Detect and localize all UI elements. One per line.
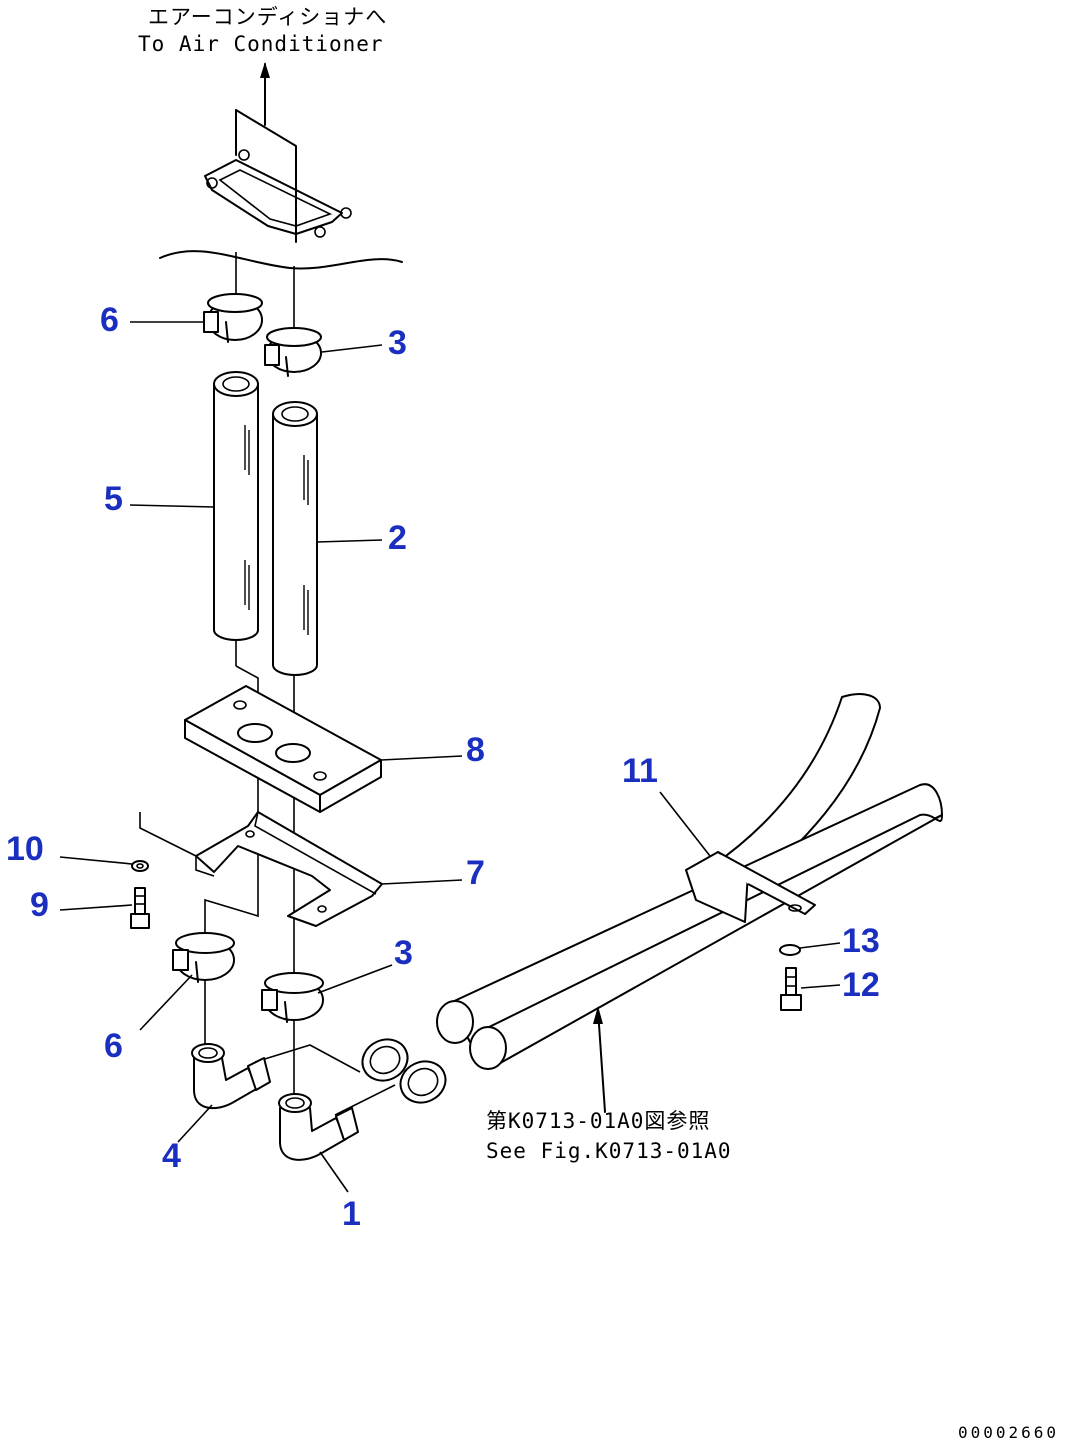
callout-9: 9 xyxy=(30,886,49,924)
callout-3-upper: 3 xyxy=(388,324,407,362)
callout-12: 12 xyxy=(842,966,880,1004)
elbow-1 xyxy=(278,1093,359,1161)
note-to-air-conditioner-en: To Air Conditioner xyxy=(138,32,384,56)
hose-2 xyxy=(272,401,318,676)
callout-13: 13 xyxy=(842,922,880,960)
clamp-3-lower xyxy=(261,972,324,1023)
clamp-3-upper xyxy=(264,327,322,377)
bolt-12 xyxy=(780,967,802,1011)
callout-5: 5 xyxy=(104,480,123,518)
bolt-9 xyxy=(130,887,150,929)
callout-7: 7 xyxy=(466,854,485,892)
note-to-air-conditioner-jp: エアーコンディショナへ xyxy=(148,5,387,29)
band-11 xyxy=(685,851,816,923)
bracket-7 xyxy=(195,811,383,927)
washer-13 xyxy=(779,944,801,956)
clamp-pair xyxy=(361,1038,447,1104)
reference-arrow xyxy=(593,1006,606,1113)
callout-2: 2 xyxy=(388,519,407,557)
clamp-6-lower xyxy=(172,932,235,983)
leader-lines xyxy=(59,321,841,1193)
callout-8: 8 xyxy=(466,731,485,769)
break-line xyxy=(159,250,403,270)
ac-hoses-pair xyxy=(436,783,943,1070)
washer-10 xyxy=(131,860,149,872)
direction-arrow-up xyxy=(260,62,270,126)
callout-4: 4 xyxy=(162,1137,181,1175)
callout-1: 1 xyxy=(342,1195,361,1233)
callout-10: 10 xyxy=(6,830,44,868)
note-reference-en: See Fig.K0713-01A0 xyxy=(486,1139,732,1163)
clamp-6-upper xyxy=(203,293,263,343)
hose-5 xyxy=(213,371,259,641)
elbow-4 xyxy=(191,1043,271,1110)
plate-8 xyxy=(184,685,382,813)
callout-6-lower: 6 xyxy=(104,1027,123,1065)
callout-3-lower: 3 xyxy=(394,934,413,972)
callout-6-upper: 6 xyxy=(100,301,119,339)
air-conditioner-flange xyxy=(204,109,352,243)
drawing-code: 00002660 xyxy=(958,1423,1059,1442)
note-reference-jp: 第K0713-01A0図参照 xyxy=(486,1109,710,1133)
callout-11: 11 xyxy=(622,752,658,790)
